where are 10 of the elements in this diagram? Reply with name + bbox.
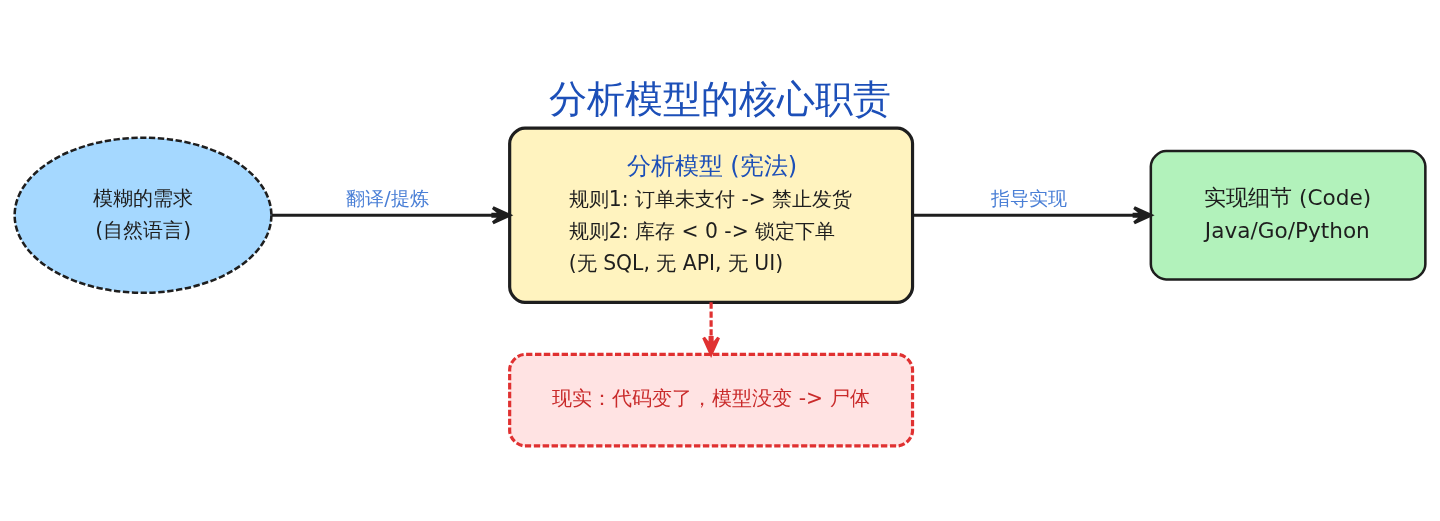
arrow [912, 205, 1153, 224]
node-ellipse: 模糊的需求 (自然语言) [13, 135, 273, 294]
arrow [702, 301, 721, 356]
diagram-title: 分析模型的核心职责 [549, 76, 891, 121]
arrow [271, 205, 512, 224]
node-box: 分析模型 (宪法) 规则1: 订单未支付 -> 禁止发货 规则2: 库存 < 0 -> 锁定下单 (无 SQL, 无 API, 无 UI) [508, 126, 915, 304]
node-box: 现实：代码变了，模型没变 -> 尸体 [508, 352, 915, 447]
node-box: 实现细节 (Code) Java/Go/Python [1149, 149, 1427, 281]
edge-label: 翻译/提炼 [346, 186, 429, 209]
edge-label: 指导实现 [990, 186, 1067, 209]
